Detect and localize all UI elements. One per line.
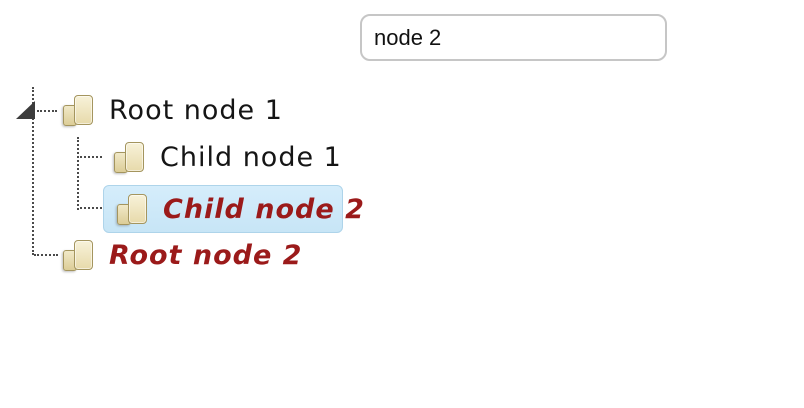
tree-line-vertical-child — [77, 137, 79, 210]
tree-node-label: Child node 1 — [160, 142, 342, 173]
tree-node-child-2[interactable]: Child node 2 — [103, 185, 364, 233]
tree-node-label-matched: Root node 2 — [109, 240, 303, 271]
folder-icon — [62, 238, 96, 273]
tree-line-connector-child2 — [80, 207, 102, 209]
folder-icon — [62, 93, 96, 128]
tree-line-connector-root1 — [37, 110, 57, 112]
tree-node-root-1[interactable]: Root node 1 — [62, 92, 283, 129]
tree-node-label: Root node 1 — [109, 95, 283, 126]
tree-line-vertical-root — [32, 87, 34, 255]
folder-icon — [116, 192, 150, 227]
tree-node-label-matched: Child node 2 — [163, 193, 365, 225]
search-input[interactable] — [360, 14, 667, 61]
tree-node-root-2[interactable]: Root node 2 — [62, 237, 302, 274]
tree-line-connector-root2 — [34, 254, 58, 256]
tree-line-connector-child1 — [80, 156, 102, 158]
tree-node-child-1[interactable]: Child node 1 — [113, 139, 342, 176]
folder-icon — [113, 140, 147, 175]
